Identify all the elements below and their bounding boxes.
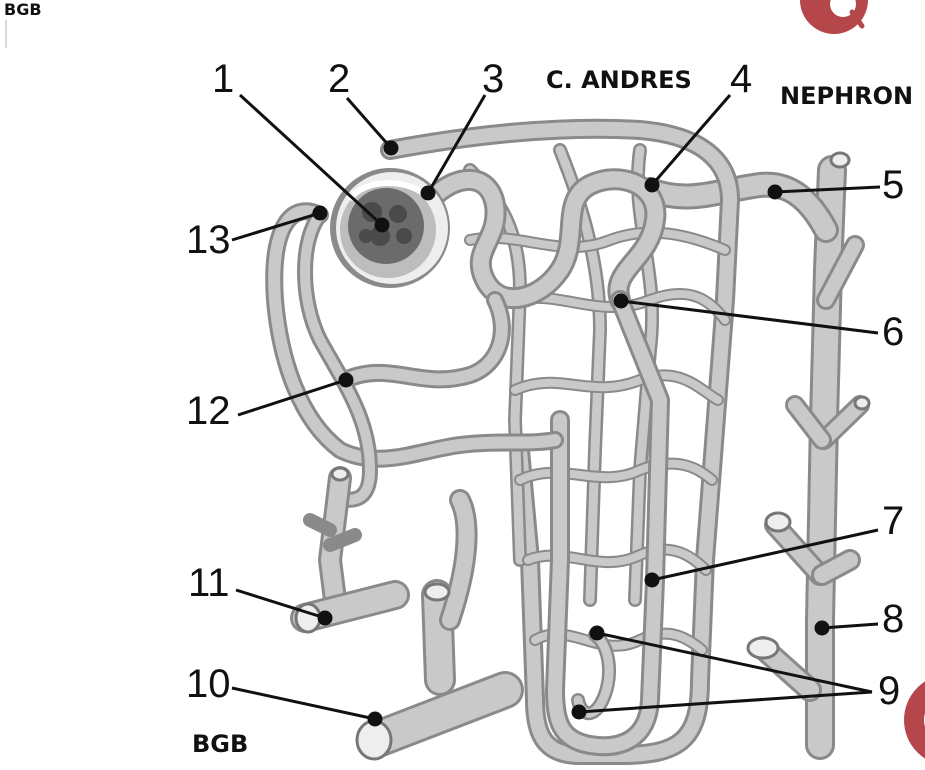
collecting-duct bbox=[748, 153, 869, 745]
label-7: 7 bbox=[882, 499, 904, 543]
corner-label-bottom: BGB bbox=[192, 730, 248, 758]
label-13: 13 bbox=[186, 218, 231, 262]
logo-fragment bbox=[904, 674, 925, 766]
label-11: 11 bbox=[188, 561, 230, 605]
corner-label-top: BGB bbox=[4, 0, 42, 19]
label-10: 10 bbox=[186, 662, 231, 706]
label-5: 5 bbox=[882, 163, 904, 207]
author-label: C. ANDRES bbox=[546, 66, 692, 94]
vessel-11 bbox=[296, 468, 395, 632]
label-6: 6 bbox=[882, 310, 904, 354]
label-3: 3 bbox=[482, 57, 504, 101]
diagram-title: NEPHRON bbox=[780, 82, 913, 110]
label-12: 12 bbox=[186, 389, 231, 433]
tubule-network bbox=[274, 129, 869, 759]
search-icon bbox=[800, 0, 868, 34]
label-4: 4 bbox=[730, 57, 752, 101]
label-9: 9 bbox=[878, 669, 900, 713]
label-2: 2 bbox=[328, 57, 350, 101]
label-8: 8 bbox=[882, 597, 904, 641]
label-1: 1 bbox=[212, 57, 234, 101]
